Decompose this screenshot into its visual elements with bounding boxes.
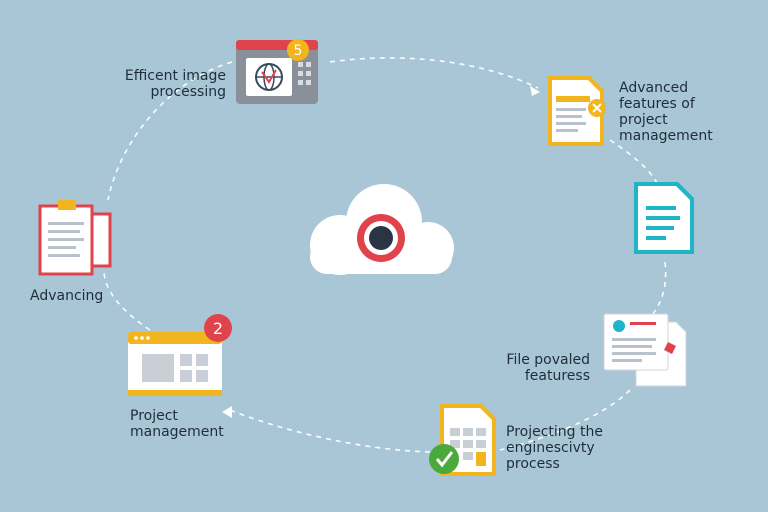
badge-project-management: 2 bbox=[204, 314, 232, 342]
svg-text:5: 5 bbox=[294, 43, 303, 59]
browser-layout-icon bbox=[128, 332, 222, 396]
document-close-icon bbox=[548, 76, 606, 146]
cycle-path bbox=[103, 57, 667, 453]
document-icon bbox=[634, 182, 694, 254]
label-advancing: Advancing bbox=[30, 288, 104, 304]
label-file-features: File povaled featuress bbox=[506, 352, 590, 384]
svg-text:2: 2 bbox=[213, 319, 223, 338]
cycle-arrowheads bbox=[222, 86, 540, 418]
label-image-processing: Efficent image processing bbox=[124, 68, 226, 100]
badge-image-processing: 5 bbox=[287, 39, 309, 61]
label-projecting-process: Projecting the enginescivty process bbox=[506, 424, 603, 472]
clipboard-icon bbox=[38, 200, 112, 276]
documents-stack-icon bbox=[603, 313, 687, 387]
label-advanced-features: Advanced features of project management bbox=[619, 80, 713, 144]
label-project-management: Project management bbox=[130, 408, 224, 440]
spreadsheet-check-icon bbox=[429, 404, 496, 476]
cloud-target-icon bbox=[310, 184, 454, 275]
